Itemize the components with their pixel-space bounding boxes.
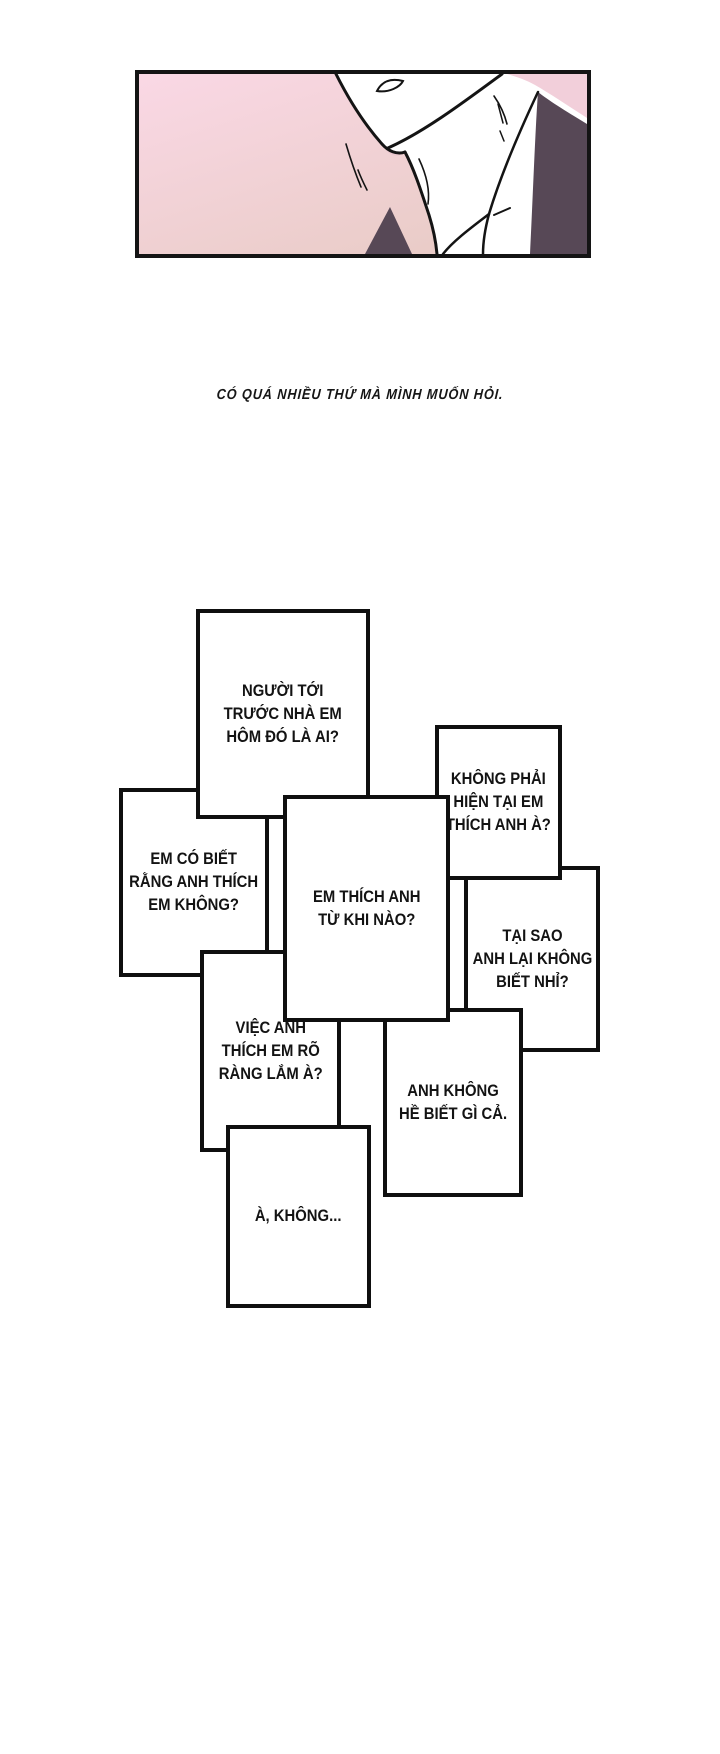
jacket-right-shape [530,92,587,254]
question-box-line: THÍCH EM RÕ [221,1041,320,1060]
question-box-text: EM CÓ BIẾT RẰNG ANH THÍCH EM KHÔNG? [130,848,259,917]
lips-shape [375,78,405,93]
shirt-crease-line [497,103,504,124]
question-box-line: À, KHÔNG... [255,1207,342,1225]
jaw-line [386,74,504,150]
chin-line [334,74,407,155]
cheek-line-2 [357,169,368,191]
cheek-line [345,143,362,188]
question-box-line: EM CÓ BIẾT [150,850,238,868]
question-box-line: NGƯỜI TỚI [242,681,324,700]
question-box-line: BIẾT NHỈ? [495,972,569,991]
question-box-line: EM THÍCH ANH [312,887,421,906]
throat-line [418,158,430,205]
question-box-line: ANH LẠI KHÔNG [472,949,592,968]
question-box-line: HIỆN TẠI EM [453,793,544,811]
question-box-line: HÔM ĐÓ LÀ AI? [226,727,340,746]
shirt-dash [493,207,511,216]
question-box-3: EM CÓ BIẾT RẰNG ANH THÍCH EM KHÔNG? [119,788,269,977]
question-box-text: KHÔNG PHẢI HIỆN TẠI EM THÍCH ANH À? [446,768,551,837]
question-box-line: HỀ BIẾT GÌ CẢ. [398,1104,508,1123]
question-box-line: TRƯỚC NHÀ EM [223,704,343,723]
question-box-line: THÍCH ANH À? [445,816,552,834]
question-box-2: KHÔNG PHẢI HIỆN TẠI EM THÍCH ANH À? [435,725,562,880]
question-box-line: KHÔNG PHẢI [451,770,546,788]
question-box-text: VIỆC ANH THÍCH EM RÕ RÀNG LẮM À? [219,1017,323,1086]
neck-line [403,150,439,254]
question-box-text: À, KHÔNG... [255,1205,342,1228]
jacket-wedge-shape [365,207,412,254]
question-box-line: ANH KHÔNG [407,1081,499,1100]
shirt-crease-line-2 [499,130,505,142]
question-box-line: VIỆC ANH [235,1018,306,1037]
question-box-line: EM KHÔNG? [148,896,240,914]
collar-edge-line [481,90,540,254]
neck-side-line [493,95,508,125]
narration: CÓ QUÁ NHIỀU THỨ MÀ MÌNH MUỐN HỎI. [0,386,720,404]
narration-text: CÓ QUÁ NHIỀU THỨ MÀ MÌNH MUỐN HỎI. [216,387,504,403]
comic-panel [135,70,591,258]
question-box-8: À, KHÔNG... [226,1125,371,1308]
question-box-line: RẰNG ANH THÍCH [129,873,259,891]
question-box-1: NGƯỜI TỚI TRƯỚC NHÀ EM HÔM ĐÓ LÀ AI? [196,609,370,819]
collar-open-line [441,212,491,254]
question-box-4: EM THÍCH ANH TỪ KHI NÀO? [283,795,450,1022]
corner-pink-shape [507,74,587,118]
question-box-text: TẠI SAO ANH LẠI KHÔNG BIẾT NHỈ? [472,925,592,994]
question-box-text: ANH KHÔNG HỀ BIẾT GÌ CẢ. [399,1080,507,1126]
question-box-text: NGƯỜI TỚI TRƯỚC NHÀ EM HÔM ĐÓ LÀ AI? [224,680,342,749]
question-box-text: EM THÍCH ANH TỪ KHI NÀO? [313,886,421,932]
question-box-7: ANH KHÔNG HỀ BIẾT GÌ CẢ. [383,1008,523,1197]
question-box-line: RÀNG LẮM À? [218,1064,323,1083]
question-box-line: TẠI SAO [501,926,563,945]
question-box-line: TỪ KHI NÀO? [317,910,416,929]
comic-panel-art [139,74,587,254]
